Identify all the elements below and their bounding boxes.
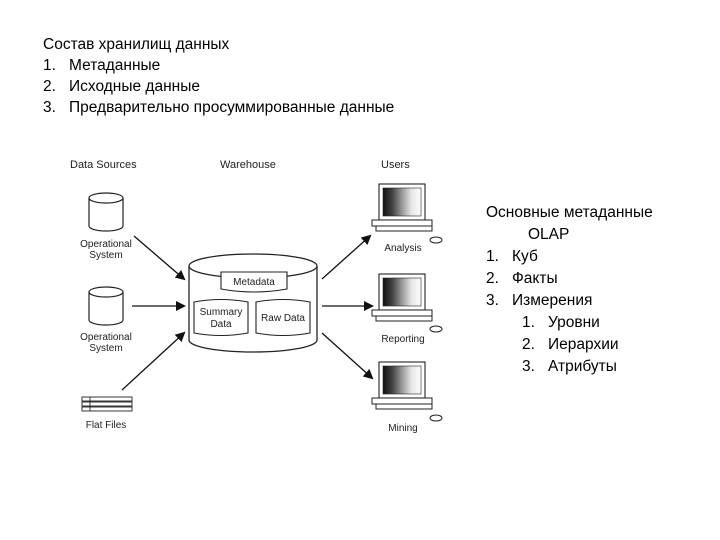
flat-files-icon xyxy=(81,396,133,412)
computer-icon xyxy=(371,183,443,244)
metadata-label: Metadata xyxy=(233,277,275,288)
olap-block: Основные метаданные OLAP 1. Куб 2. Факты 3… xyxy=(486,202,653,378)
database-icon xyxy=(88,192,124,232)
summary-label: Data xyxy=(210,319,232,330)
olap-item-text: Измерения xyxy=(512,292,593,309)
intro-block: Состав хранилищ данных 1. Метаданные 2. Ис… xyxy=(43,34,394,118)
flat-files: Flat Files xyxy=(81,396,133,431)
intro-item: 2. Исходные данные xyxy=(43,76,394,97)
summary-data-box: Summary Data xyxy=(193,298,249,337)
intro-item-text: Метаданные xyxy=(69,57,161,74)
raw-data-box: Raw Data xyxy=(255,298,311,337)
header-warehouse: Warehouse xyxy=(220,159,276,171)
arrow-user-analysis xyxy=(321,234,372,280)
olap-title: Основные метаданные xyxy=(486,204,653,221)
operational-system-2: Operational System xyxy=(80,286,132,354)
reporting-workstation: Reporting xyxy=(371,273,443,345)
user-label: Mining xyxy=(388,423,417,434)
computer-icon xyxy=(371,361,443,422)
olap-subitem: 3. Атрибуты xyxy=(486,356,653,378)
arrow-source-1 xyxy=(133,235,186,281)
olap-item-text: Факты xyxy=(512,270,558,287)
arrow-user-mining xyxy=(321,332,374,380)
olap-subitem-number: 3. xyxy=(522,358,535,375)
olap-item: 3. Измерения xyxy=(486,290,653,312)
intro-item: 3. Предварительно просуммированные данные xyxy=(43,97,394,118)
olap-subitem-text: Уровни xyxy=(548,314,600,331)
olap-item-text: Куб xyxy=(512,248,538,265)
source-label: System xyxy=(89,250,122,261)
olap-subitem: 1. Уровни xyxy=(486,312,653,334)
source-label: System xyxy=(89,343,122,354)
intro-item-number: 3. xyxy=(43,99,56,116)
user-label: Analysis xyxy=(384,243,421,254)
intro-item-text: Исходные данные xyxy=(69,78,200,95)
olap-subitem-number: 2. xyxy=(522,336,535,353)
intro-item: 1. Метаданные xyxy=(43,55,394,76)
metadata-box: Metadata xyxy=(220,271,288,293)
summary-label: Summary xyxy=(200,307,243,318)
intro-title: Состав хранилищ данных xyxy=(43,36,230,53)
operational-system-1: Operational System xyxy=(80,192,132,261)
header-data-sources: Data Sources xyxy=(70,159,137,171)
source-label: Flat Files xyxy=(86,420,127,431)
olap-item-number: 2. xyxy=(486,270,499,287)
olap-item: 1. Куб xyxy=(486,246,653,268)
intro-item-number: 2. xyxy=(43,78,56,95)
analysis-workstation: Analysis xyxy=(371,183,443,254)
user-label: Reporting xyxy=(381,334,424,345)
olap-subitem-text: Атрибуты xyxy=(548,358,617,375)
database-icon xyxy=(88,286,124,326)
warehouse-cylinder: Metadata Summary Data Raw Data xyxy=(188,253,318,353)
olap-subitem: 2. Иерархии xyxy=(486,334,653,356)
header-users: Users xyxy=(381,159,410,171)
olap-item: 2. Факты xyxy=(486,268,653,290)
intro-item-text: Предварительно просуммированные данные xyxy=(69,99,395,116)
arrow-source-3 xyxy=(121,331,186,391)
olap-title-continued: OLAP xyxy=(528,226,570,243)
olap-subitem-text: Иерархии xyxy=(548,336,619,353)
intro-item-number: 1. xyxy=(43,57,56,74)
computer-icon xyxy=(371,273,443,333)
mining-workstation: Mining xyxy=(371,361,443,434)
raw-data-label: Raw Data xyxy=(261,313,305,324)
olap-item-number: 1. xyxy=(486,248,499,265)
olap-subitem-number: 1. xyxy=(522,314,535,331)
olap-item-number: 3. xyxy=(486,292,499,309)
source-label: Operational xyxy=(80,332,132,343)
source-label: Operational xyxy=(80,239,132,250)
